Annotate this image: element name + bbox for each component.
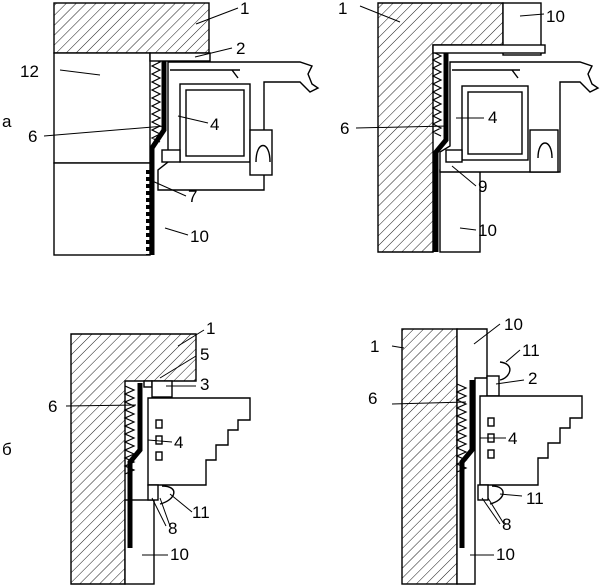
frame-chamber bbox=[179, 83, 251, 163]
callout-bl-6: 6 bbox=[48, 397, 57, 416]
callout-bl-3: 3 bbox=[200, 375, 209, 394]
callout-br-6: 6 bbox=[368, 389, 377, 408]
row-label-b: б bbox=[2, 440, 12, 459]
callout-br-11-top: 11 bbox=[522, 341, 540, 360]
callout-tr-1: 1 bbox=[338, 0, 347, 18]
corner-11-top bbox=[499, 361, 511, 381]
callout-br-4: 4 bbox=[508, 429, 517, 448]
frame-notch-1 bbox=[155, 419, 163, 429]
slope-panel bbox=[439, 169, 481, 253]
callout-br-2: 2 bbox=[528, 369, 537, 388]
frame-foot bbox=[161, 149, 181, 163]
tape-8 bbox=[477, 484, 489, 501]
foam-insulation bbox=[123, 385, 136, 475]
detail-top-right: 1 10 6 4 9 10 bbox=[338, 0, 600, 253]
tape-3 bbox=[151, 380, 173, 398]
callout-tl-12: 12 bbox=[20, 62, 39, 81]
foam-insulation bbox=[150, 57, 162, 143]
frame-chamber-inner bbox=[467, 91, 523, 155]
callout-tr-9: 9 bbox=[478, 177, 487, 196]
callout-tl-6: 6 bbox=[28, 127, 37, 146]
callout-bl-1: 1 bbox=[206, 319, 215, 338]
frame-latch bbox=[255, 144, 271, 163]
frame-chamber-inner bbox=[185, 89, 245, 157]
detail-bottom-right: 1 10 11 2 6 4 11 8 10 bbox=[368, 315, 583, 585]
callout-bl-10: 10 bbox=[170, 545, 189, 564]
callout-br-11: 11 bbox=[526, 489, 544, 508]
callout-tl-1: 1 bbox=[240, 0, 249, 18]
wall bbox=[401, 328, 458, 585]
wall-lintel bbox=[53, 2, 210, 54]
frame-profile bbox=[479, 395, 583, 486]
opening-block-lower bbox=[53, 162, 151, 256]
callout-br-10-top: 10 bbox=[504, 315, 523, 334]
tape-8 bbox=[147, 484, 159, 501]
row-label-a: а bbox=[2, 112, 12, 131]
callout-tl-7: 7 bbox=[188, 187, 197, 206]
callout-tr-10-top: 10 bbox=[546, 7, 565, 26]
callout-br-8: 8 bbox=[502, 515, 511, 534]
foam-insulation bbox=[431, 51, 443, 137]
frame-notch-3 bbox=[487, 449, 495, 459]
frame-foot bbox=[445, 149, 463, 163]
callout-tr-10: 10 bbox=[478, 221, 497, 240]
callout-tl-10: 10 bbox=[190, 227, 209, 246]
vapour-membrane bbox=[459, 380, 475, 548]
callout-bl-8: 8 bbox=[168, 519, 177, 538]
foam-insulation bbox=[455, 383, 468, 473]
frame-chamber bbox=[461, 85, 529, 161]
frame-notch-1 bbox=[487, 417, 495, 427]
wall bbox=[70, 333, 197, 585]
vapour-membrane bbox=[127, 383, 143, 548]
callout-br-1: 1 bbox=[370, 337, 379, 356]
callout-bl-5: 5 bbox=[200, 345, 209, 364]
callout-tl-2: 2 bbox=[236, 39, 245, 58]
corner-11 bbox=[159, 485, 175, 505]
vapour-membrane bbox=[433, 48, 449, 252]
callout-br-10: 10 bbox=[496, 545, 515, 564]
frame-profile bbox=[147, 397, 251, 486]
callout-tl-4: 4 bbox=[210, 115, 219, 134]
seal-strip bbox=[432, 44, 546, 54]
corner-11 bbox=[489, 485, 504, 505]
callout-bl-11: 11 bbox=[192, 503, 210, 522]
callout-bl-4: 4 bbox=[174, 433, 183, 452]
glazing-diag bbox=[231, 69, 239, 79]
vapour-membrane bbox=[149, 55, 167, 255]
detail-top-left: 1 2 12 6 4 7 10 bbox=[20, 0, 320, 256]
callout-tr-4: 4 bbox=[488, 108, 497, 127]
opening-block-upper bbox=[53, 52, 151, 164]
detail-bottom-left: 1 5 3 6 4 11 8 10 bbox=[48, 319, 251, 585]
frame-notch-2 bbox=[155, 435, 163, 445]
seal-strip bbox=[149, 52, 211, 62]
seal-5 bbox=[143, 380, 153, 388]
frame-chamber-right bbox=[249, 129, 273, 176]
frame-chamber-right bbox=[529, 129, 559, 173]
seal-2 bbox=[486, 375, 500, 397]
frame-notch-3 bbox=[155, 451, 163, 461]
frame-latch bbox=[537, 142, 553, 159]
callout-tr-6: 6 bbox=[340, 119, 349, 138]
